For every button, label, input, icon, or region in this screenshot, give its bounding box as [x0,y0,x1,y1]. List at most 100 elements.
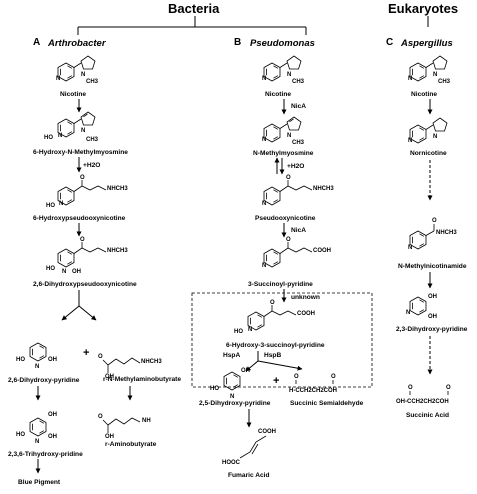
svg-text:N: N [56,76,60,82]
structure-b-succinic-semialdehyde: O O H-CCH2CH2COH [289,374,337,394]
structure-a-6-hydroxy-n-methylmyosmine: HO N N CH3 [44,111,99,143]
svg-text:HO: HO [234,329,243,335]
plus-a: + [83,347,89,359]
svg-text:N: N [262,76,266,82]
svg-text:N: N [408,76,412,82]
svg-text:N: N [433,72,437,78]
label-c-2-3-dihydroxy-pyridine: 2,3-Dihydroxy-pyridine [396,326,468,333]
svg-text:COOH: COOH [258,429,276,435]
svg-text:OH: OH [105,374,114,380]
dashed-box-unknown-pathway [191,292,373,388]
structure-b-n-methylmyosmine: N N CH3 [262,116,305,146]
structure-c-succinic-acid: O O OH-CCH2CH2COH [396,385,451,405]
svg-text:HO: HO [16,432,25,438]
eukaryotes-header: Eukaryotes [388,1,458,16]
label-b-n-methylmyosmine: N-Methylmyosmine [253,150,314,157]
svg-text:O: O [98,354,103,360]
svg-text:N: N [59,201,63,207]
label-a-6-hydroxy-n-methylmyosmine: 6-Hydroxy-N-Methylmyosmine [33,149,128,156]
svg-text:O: O [270,300,275,306]
label-b-pseudooxynicotine: Pseudooxynicotine [255,215,316,222]
structure-b-2-5-dihydroxy-pyridine: HO N OH [210,368,250,400]
svg-text:O: O [331,374,336,380]
svg-text:NH: NH [142,418,151,424]
svg-text:O: O [408,385,413,391]
structure-a-2-6-dihydroxypseudooxynicotine: O NHCH3 HO N OH [46,237,128,275]
label-b-nicotine: Nicotine [265,91,291,98]
label-b-succinic-semialdehyde: Succinic Semialdehyde [290,400,364,407]
label-b-2-5-dihydroxy-pyridine: 2,5-Dihydroxy-pyridine [199,400,271,407]
annotation-a-h2o: +H2O [83,162,100,169]
svg-text:N: N [230,394,234,400]
structure-c-2-3-dihydroxy-pyridine: N OH OH [406,294,437,320]
svg-text:O: O [80,237,85,243]
svg-text:N: N [433,134,437,140]
svg-text:HO: HO [210,386,219,392]
svg-text:O: O [286,175,291,181]
structure-a-2-6-dihydroxy-pyridine: HO N OH [16,342,57,370]
enzyme-b-nica-1: NicA [291,103,306,110]
svg-text:N: N [58,133,62,139]
svg-text:O: O [286,237,291,243]
annotation-b-h2o: +H2O [287,163,304,170]
label-c-nicotine: Nicotine [411,91,437,98]
structure-b-6-hydroxy-3-succinoyl-pyridine: O COOH HO N [234,300,315,335]
plus-b: + [273,375,279,387]
svg-text:N: N [262,263,266,269]
label-b-fumaric-acid: Fumaric Acid [228,472,270,479]
structure-a-r-aminobutyrate: OH O NH [98,414,151,440]
arrow-b5-split [245,351,303,372]
svg-text:N: N [35,364,39,370]
label-a-r-aminobutyrate: r-Aminobutyrate [105,441,157,448]
label-b-3-succinoyl-pyridine: 3-Succinoyl-pyridine [248,281,313,288]
svg-text:N: N [408,138,412,144]
svg-text:OH-CCH2CH2COH: OH-CCH2CH2COH [396,399,449,405]
structure-a-r-n-methylaminobutyrate: OH O NHCH3 [98,354,162,380]
panel-c-letter: C [386,37,393,48]
structure-b-nicotine: N N CH3 [262,55,305,85]
svg-text:CH3: CH3 [86,137,99,143]
arrow-a-split [61,290,97,321]
svg-text:O: O [80,175,85,181]
svg-text:N: N [35,439,39,445]
panel-a-letter: A [33,37,40,48]
svg-text:NHCH3: NHCH3 [107,186,128,192]
structure-b-fumaric-acid: COOH HOOC [222,429,276,466]
label-a-2-6-dihydroxy-pyridine: 2,6-Dihydroxy-pyridine [8,377,80,384]
svg-text:HOOC: HOOC [222,460,241,466]
svg-text:N: N [287,133,291,139]
svg-text:NHCH3: NHCH3 [107,248,128,254]
svg-text:HO: HO [16,357,25,363]
structure-a-nicotine: N N CH3 [56,55,99,85]
svg-text:HO: HO [44,135,53,141]
svg-text:N: N [406,310,410,316]
svg-text:N: N [287,72,291,78]
svg-text:CH3: CH3 [292,79,305,85]
svg-text:OH: OH [428,314,437,320]
panel-b-letter: B [234,37,241,48]
svg-text:NHCH3: NHCH3 [141,359,162,365]
label-a-blue-pigment: Blue Pigment [18,479,61,486]
svg-text:N: N [408,245,412,251]
svg-text:HO: HO [46,266,55,272]
enzyme-b-unknown: unknown [291,294,320,301]
bacteria-header: Bacteria [168,1,220,16]
svg-text:OH: OH [72,269,81,275]
enzyme-b-hspa: HspA [223,352,240,359]
svg-text:O: O [446,385,451,391]
label-a-r-n-methylaminobutyrate: r-N-Methylaminobutyrate [103,376,181,383]
structure-b-pseudooxynicotine: O NHCH3 N [262,175,334,207]
panel-c-organism: Aspergillus [400,38,453,49]
structure-c-nicotine: N N CH3 [408,55,451,85]
svg-text:N: N [262,137,266,143]
label-b-6-hydroxy-3-succinoyl-pyridine: 6-Hydroxy-3-succinoyl-pyridine [226,342,325,349]
label-a-2-6-dihydroxypseudooxynicotine: 2,6-Dihydroxypseudooxynicotine [33,281,137,288]
label-c-nornicotine: Nornicotine [410,150,447,157]
panel-a-organism: Arthrobacter [47,38,107,49]
svg-text:OH: OH [105,434,114,440]
structure-b-3-succinoyl-pyridine: O COOH N [262,237,331,269]
svg-text:N: N [62,269,66,275]
svg-text:H-CCH2CH2COH: H-CCH2CH2COH [289,388,337,394]
svg-text:O: O [432,218,437,224]
